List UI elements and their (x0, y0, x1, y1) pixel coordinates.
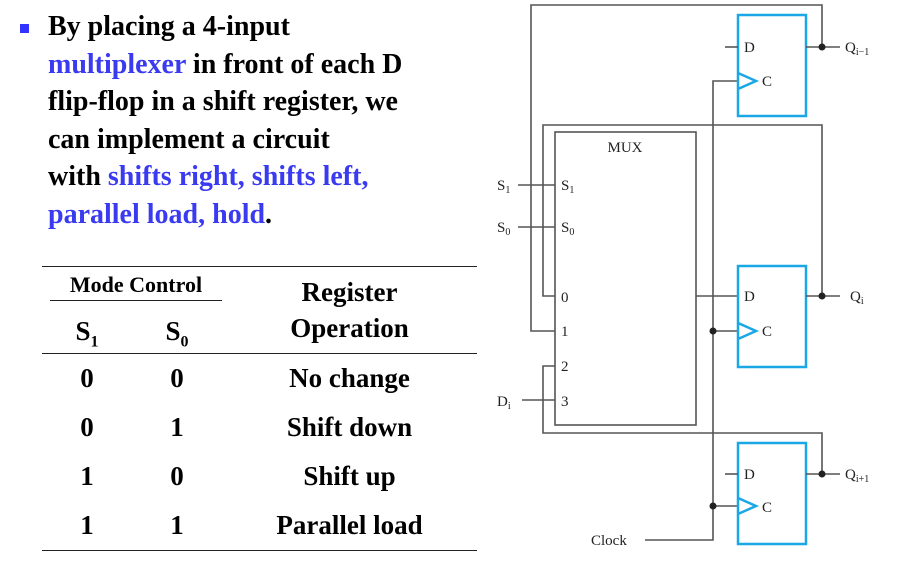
wire-q-i-to-input0 (542, 124, 823, 297)
table-row: 1 0 Shift up (42, 452, 477, 501)
operation-value: Parallel load (276, 510, 423, 540)
register-operation-header: Register Operation (222, 267, 477, 354)
mux-s1-pin: S1 (561, 178, 574, 196)
square-bullet-icon (20, 24, 29, 33)
s0-value: 0 (170, 461, 184, 491)
bullet-point: By placing a 4-input multiplexer in fron… (16, 8, 486, 233)
s0-header: S0 (132, 301, 222, 354)
junction-dot (818, 43, 826, 51)
mux-input-1: 1 (561, 324, 569, 340)
wire-q-next-to-input2 (542, 365, 823, 474)
junction-dot (709, 327, 717, 335)
clock-triangle-icon (737, 496, 760, 516)
s0-value: 0 (170, 363, 184, 393)
text-line: flip-flop in a shift register, we (48, 86, 398, 117)
text-line: . (265, 198, 273, 230)
d-pin-label: D (744, 40, 755, 56)
operation-value: Shift down (286, 412, 413, 442)
di-label: Di (497, 394, 511, 412)
d-pin-label: D (744, 289, 755, 305)
s0-external-label: S0 (497, 220, 510, 238)
table-row: 0 1 Shift down (42, 403, 477, 452)
q-label: Qi−1 (845, 40, 869, 58)
s0-value: 1 (170, 510, 184, 540)
flipflop-body (736, 13, 808, 118)
highlight-operations: parallel load, hold (48, 198, 266, 230)
q-label: Qi (850, 289, 864, 307)
wire-q-prev-to-input1 (530, 4, 823, 332)
clock-triangle-icon (737, 321, 760, 341)
mux-input-2: 2 (561, 359, 569, 375)
c-pin-label: C (762, 500, 772, 516)
clock-label: Clock (591, 533, 627, 549)
s1-value: 0 (80, 363, 94, 393)
junction-dot (818, 292, 826, 300)
operation-value: Shift up (303, 461, 396, 491)
mux-s0-pin: S0 (561, 220, 574, 238)
s1-value: 1 (80, 510, 94, 540)
mode-control-table: Mode Control Register Operation S1 S0 0 … (42, 266, 477, 551)
s1-external-label: S1 (497, 178, 510, 196)
flipflop-q-next: D C Qi+1 (725, 441, 869, 546)
s1-header: S1 (42, 301, 132, 354)
s1-subscript: 1 (90, 333, 99, 350)
table-row: 0 0 No change (42, 354, 477, 404)
mux-input-0: 0 (561, 290, 569, 306)
mux-label: MUX (607, 140, 642, 156)
highlight-multiplexer: multiplexer (48, 48, 186, 80)
s1-value: 1 (80, 461, 94, 491)
text-line: can implement a circuit (48, 123, 330, 155)
operation-value: No change (289, 363, 410, 393)
mode-control-header-cell: Mode Control (42, 267, 222, 301)
flipflop-body (736, 264, 808, 369)
s0-value: 1 (170, 412, 184, 442)
mux-block (554, 131, 697, 426)
flipflop-body (736, 441, 808, 546)
d-pin-label: D (744, 467, 755, 483)
flipflop-q-i: D C Qi (736, 264, 864, 369)
junction-dot (818, 470, 826, 478)
flipflop-q-prev: D C Qi−1 (725, 13, 869, 118)
junction-dot (709, 502, 717, 510)
c-pin-label: C (762, 324, 772, 340)
s0-label: S (165, 315, 181, 346)
mode-control-header: Mode Control (50, 272, 222, 301)
clock-triangle-icon (737, 71, 760, 91)
text-line: in front of each D (185, 48, 403, 80)
text-line: with (48, 161, 108, 192)
s1-value: 0 (80, 412, 94, 442)
c-pin-label: C (762, 74, 772, 90)
highlight-operations: shifts right, shifts left, (107, 161, 369, 192)
header-line: Register (301, 277, 398, 307)
s0-subscript: 0 (180, 333, 189, 350)
mux-input-3: 3 (561, 394, 569, 410)
q-label: Qi+1 (845, 467, 869, 485)
text-line: By placing a 4-input (48, 11, 290, 42)
bullet-text: By placing a 4-input multiplexer in fron… (48, 8, 486, 233)
header-line: Operation (290, 313, 409, 343)
clock-wire (645, 80, 738, 541)
table-row: 1 1 Parallel load (42, 501, 477, 551)
s1-label: S (75, 315, 91, 346)
